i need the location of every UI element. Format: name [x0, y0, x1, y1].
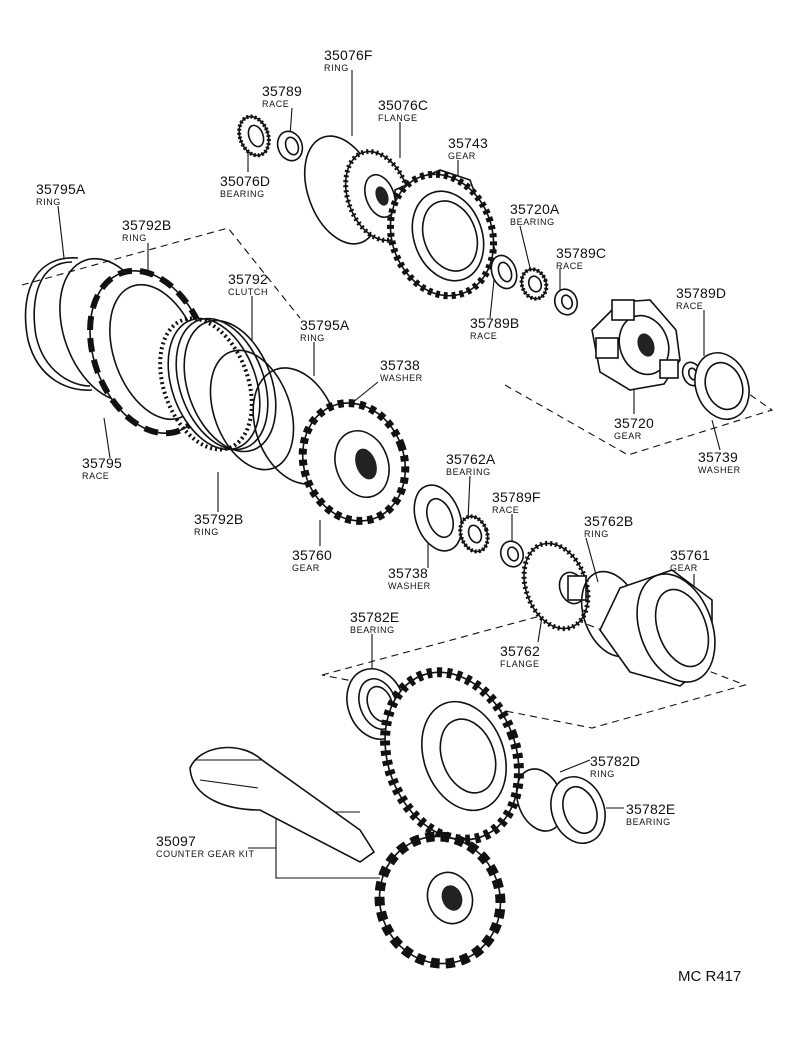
- flange-35762-shape: [521, 540, 591, 632]
- ring-35795A-shape: [24, 257, 93, 391]
- gear-35761-shape: [599, 569, 716, 687]
- counter-shaft-shape: [189, 746, 376, 863]
- bearing-35720A-shape: [519, 267, 549, 301]
- clutch-35792-shape: [158, 316, 277, 453]
- race-35789B-shape: [490, 254, 518, 290]
- washer-35739-shape: [694, 352, 750, 420]
- ring-35792B-lower-shape: [209, 349, 295, 471]
- leader-lines: [57, 70, 721, 879]
- bearing-35782E-right-shape: [550, 776, 606, 844]
- race-35789C-shape: [553, 288, 579, 316]
- assembly-outline-upper: [21, 227, 301, 319]
- race-35789F-shape: [499, 540, 525, 568]
- counter-gear-small-shape: [374, 831, 506, 969]
- race-35789-shape: [276, 130, 304, 162]
- assembly-outline-lower: [321, 611, 747, 729]
- washer-35738-shape: [413, 484, 463, 552]
- diagram-reference: MC R417: [678, 968, 742, 985]
- bearing-35762A-shape: [458, 514, 490, 554]
- bearing-35076D-shape: [237, 114, 271, 158]
- gear-35760-shape: [298, 399, 410, 525]
- counter-gear-large-shape: [380, 667, 524, 845]
- gear-35720-shape: [591, 299, 681, 391]
- gear-35743-shape: [386, 169, 498, 300]
